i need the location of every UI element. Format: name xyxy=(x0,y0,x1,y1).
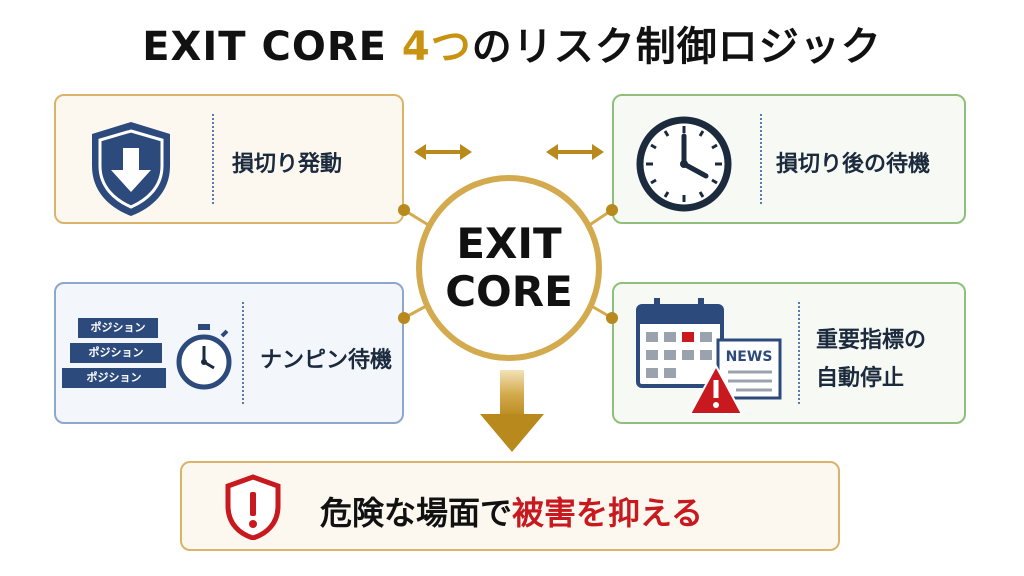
result-accent: 被害を抑える xyxy=(512,494,704,532)
title-suffix: のリスク制御ロジック xyxy=(471,24,882,70)
center-line2: CORE xyxy=(445,267,573,316)
card-label: 損切り後の待機 xyxy=(776,152,931,177)
position-bar: ポジション xyxy=(62,368,166,388)
title-accent: 4つ xyxy=(401,24,472,70)
stopwatch-icon xyxy=(176,324,232,390)
shield-down-arrow-icon xyxy=(92,122,170,216)
result-text: 危険な場面で被害を抑える xyxy=(320,488,703,534)
card-label-line1: 重要指標の xyxy=(816,328,927,353)
card-divider xyxy=(212,114,214,204)
position-bar: ポジション xyxy=(78,318,158,338)
clock-icon xyxy=(636,116,732,212)
calendar-news-warning-icon: NEWS xyxy=(636,298,782,415)
card-divider xyxy=(242,302,244,404)
page-title: EXIT CORE 4つのリスク制御ロジック xyxy=(0,14,1024,72)
card-divider xyxy=(760,114,762,204)
warning-shield-icon xyxy=(225,474,281,540)
double-arrow-left xyxy=(414,144,472,160)
result-box xyxy=(180,461,840,551)
result-prefix: 危険な場面で xyxy=(320,494,513,532)
down-arrow xyxy=(480,370,544,452)
center-circle xyxy=(416,175,602,361)
news-label: NEWS xyxy=(726,349,773,365)
card-label: ナンピン待機 xyxy=(260,348,393,373)
position-bar: ポジション xyxy=(70,343,162,363)
center-label: EXIT CORE xyxy=(416,220,602,316)
card-divider xyxy=(798,302,800,404)
card-label: 損切り発動 xyxy=(232,152,343,177)
double-arrow-right xyxy=(546,144,604,160)
center-line1: EXIT xyxy=(456,219,562,268)
card-label-line2: 自動停止 xyxy=(816,366,905,391)
title-prefix: EXIT CORE xyxy=(142,24,402,70)
